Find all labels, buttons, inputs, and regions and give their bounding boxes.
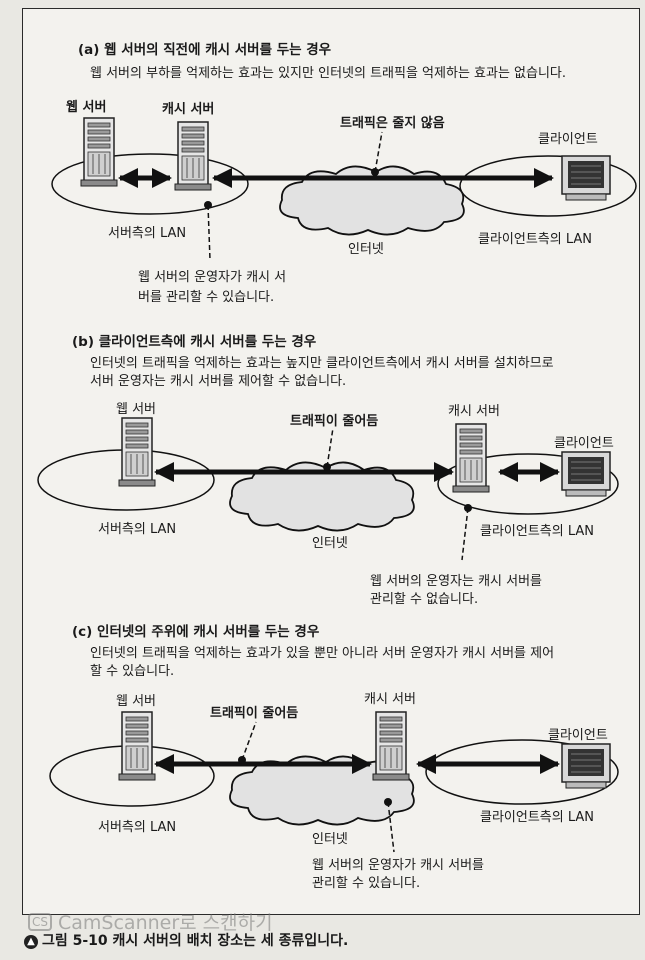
operator-note-line-2: 관리할 수 없습니다. [370,592,479,607]
traffic-note: 트래픽은 줄지 않음 [340,116,445,131]
panel-b-description-line-2: 서버 운영자는 캐시 서버를 제어할 수 없습니다. [90,374,347,389]
client-label: 클라이언트 [554,436,614,451]
panel-c-description-line-2: 할 수 있습니다. [90,664,175,679]
web-server-label: 웹 서버 [66,100,107,115]
panel-a-diagram [51,117,637,261]
server-lan-label: 서버측의 LAN [98,522,177,537]
panel-a-description: 웹 서버의 부하를 억제하는 효과는 있지만 인터넷의 트래픽을 억제하는 효과… [90,66,567,81]
panel-c-diagram [49,711,619,853]
panel-a-heading: (a) 웹 서버의 직전에 캐시 서버를 두는 경우 [78,42,332,58]
web-server-icon [118,711,156,781]
client-pc-icon [561,451,611,497]
internet-label: 인터넷 [312,832,348,847]
internet-label: 인터넷 [312,536,348,551]
cs-badge: CS [28,913,52,931]
web-server-icon [80,117,118,187]
caption-text: 그림 5-10 캐시 서버의 배치 장소는 세 종류입니다. [42,933,349,949]
client-lan-label: 클라이언트측의 LAN [480,524,595,539]
cache-server-label: 캐시 서버 [364,692,416,707]
internet-label: 인터넷 [348,242,384,257]
client-label: 클라이언트 [548,728,608,743]
cache-server-icon [174,121,212,191]
client-lan-ellipse [437,453,619,515]
cache-server-icon [452,423,490,493]
watermark-text: CamScanner로 스캔하기 [58,912,273,934]
server-lan-label: 서버측의 LAN [98,820,177,835]
server-lan-label: 서버측의 LAN [108,226,187,241]
traffic-note: 트래픽이 줄어듬 [290,414,379,429]
camscanner-watermark: CS CamScanner로 스캔하기 [28,908,273,935]
figure-caption: ▲ 그림 5-10 캐시 서버의 배치 장소는 세 종류입니다. [24,930,348,950]
client-label: 클라이언트 [538,132,598,147]
operator-note-line-2: 버를 관리할 수 있습니다. [138,290,275,305]
operator-note-line-1: 웹 서버의 운영자가 캐시 서 [138,270,287,285]
panel-b-diagram [37,417,619,561]
client-lan-label: 클라이언트측의 LAN [480,810,595,825]
client-pc-icon [561,743,611,789]
circle-arrow-up-icon: ▲ [24,935,38,949]
cache-server-icon [372,711,410,781]
panel-b-heading: (b) 클라이언트측에 캐시 서버를 두는 경우 [72,334,317,350]
web-server-label: 웹 서버 [116,402,157,417]
panel-b-description-line-1: 인터넷의 트래픽을 억제하는 효과는 높지만 클라이언트측에서 캐시 서버를 설… [90,356,554,371]
client-lan-label: 클라이언트측의 LAN [478,232,593,247]
operator-note-line-1: 웹 서버의 운영자는 캐시 서버를 [370,574,543,589]
panel-c-heading: (c) 인터넷의 주위에 캐시 서버를 두는 경우 [72,624,320,640]
web-server-label: 웹 서버 [116,694,157,709]
operator-note-line-2: 관리할 수 있습니다. [312,876,421,891]
traffic-note: 트래픽이 줄어듬 [210,706,299,721]
cache-server-label: 캐시 서버 [448,404,500,419]
web-server-icon [118,417,156,487]
panel-c-description-line-1: 인터넷의 트래픽을 억제하는 효과가 있을 뿐만 아니라 서버 운영자가 캐시 … [90,646,555,661]
cache-server-label: 캐시 서버 [162,102,215,117]
client-pc-icon [561,155,611,201]
operator-note-line-1: 웹 서버의 운영자가 캐시 서버를 [312,858,485,873]
